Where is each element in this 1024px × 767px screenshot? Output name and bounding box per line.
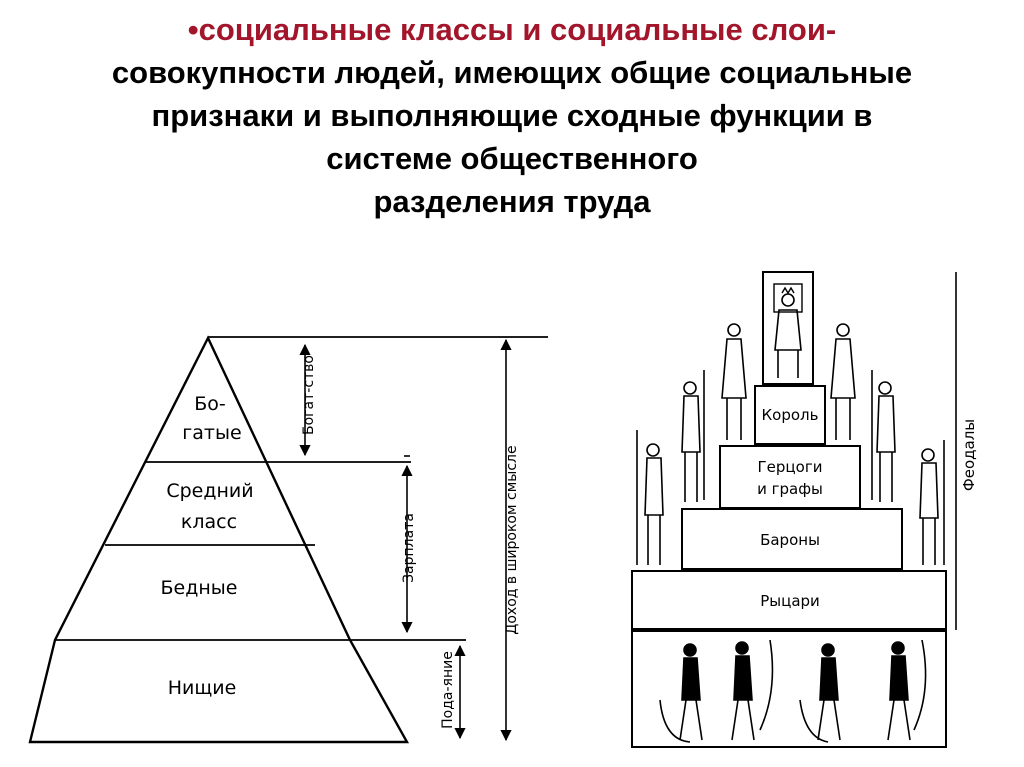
tier-rich-label-1: Бо-	[194, 393, 226, 415]
noble-figure-icon	[831, 324, 855, 440]
throne-back	[774, 284, 802, 312]
tier-rich-label-2: гатые	[182, 422, 241, 444]
throne	[763, 272, 813, 384]
peasant-figure-icon	[800, 644, 840, 742]
tier-poor-label: Бедные	[161, 577, 238, 599]
tier-middle-label-2: класс	[181, 511, 237, 533]
tier-knights-label: Рыцари	[760, 592, 820, 610]
wealth-bracket-label: Богат-ство	[301, 355, 317, 435]
tier-middle-label-1: Средний	[166, 480, 253, 502]
noble-figure-icon	[722, 324, 746, 440]
knight-figure-icon	[872, 370, 895, 502]
feudals-label: Феодалы	[960, 419, 978, 491]
knight-figure-icon	[682, 370, 704, 502]
knight-figure-icon	[920, 440, 944, 565]
peasant-figure-icon	[660, 644, 702, 742]
peasant-figure-icon	[732, 640, 772, 740]
tier-dukes-box	[720, 446, 860, 508]
knight-figure-icon	[637, 430, 663, 565]
tier-dukes-label-2: и графы	[757, 480, 823, 498]
salary-bracket-label: Зарплата	[401, 513, 417, 583]
feudal-pyramid: Король Герцоги и графы Бароны Рыцари	[632, 272, 978, 747]
income-bracket-label: Доход в широком смысле	[504, 445, 520, 634]
tier-king-label: Король	[762, 406, 819, 424]
income-pyramid: Бо- гатые Средний класс Бедные Нищие Бог…	[30, 337, 548, 742]
tier-dukes-label-1: Герцоги	[758, 458, 823, 476]
tier-beggars-label: Нищие	[168, 677, 237, 699]
alms-bracket-label: Пода-яние	[440, 651, 456, 729]
king-figure-icon	[775, 288, 801, 378]
peasant-figure-icon	[888, 640, 926, 740]
tier-barons-label: Бароны	[760, 531, 820, 549]
